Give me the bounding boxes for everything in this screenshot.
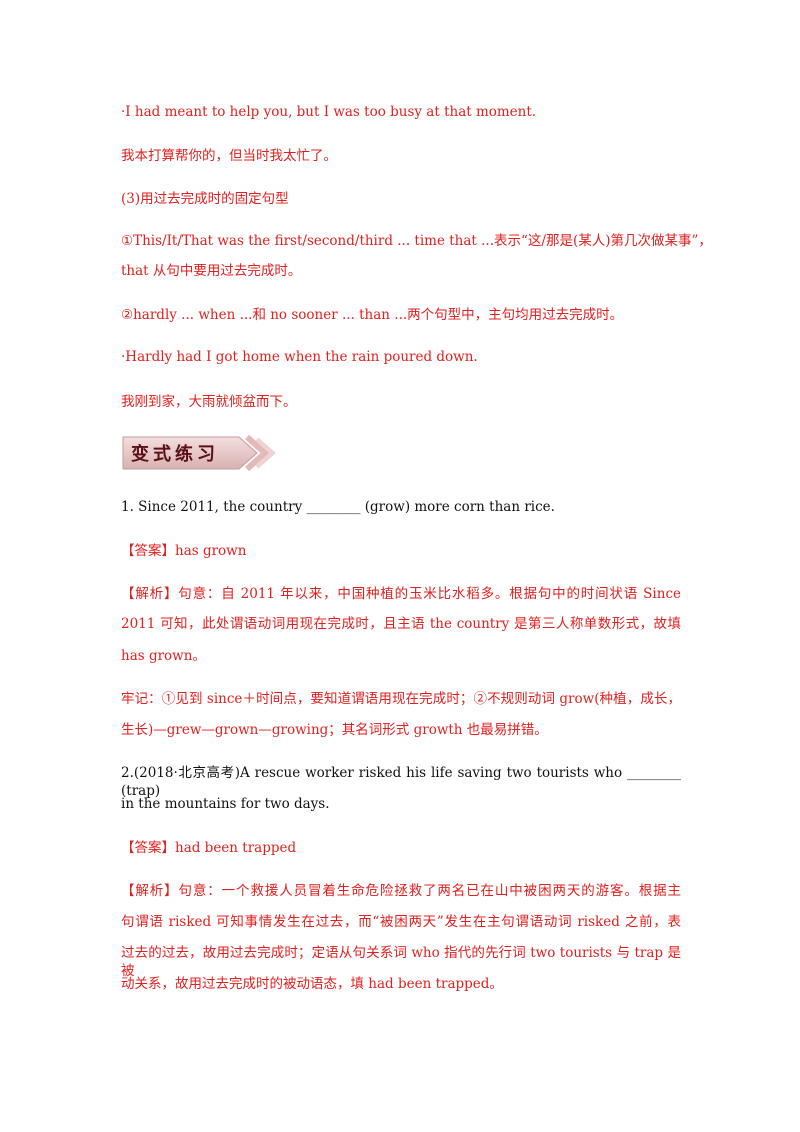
- example-sentence-zh: 我本打算帮你的，但当时我太忙了。: [121, 148, 337, 164]
- explanation-1-line1: 【解析】句意：自 2011 年以来，中国种植的玉米比水稻多。根据句中的时间状语 …: [121, 586, 681, 602]
- explanation-2-line1: 【解析】句意：一个救援人员冒着生命危险拯救了两名已在山中被困两天的游客。根据主: [121, 883, 681, 899]
- answer-2: 【答案】had been trapped: [121, 840, 297, 856]
- explanation-2-line4: 动关系，故用过去完成时的被动语态，填 had been trapped。: [121, 976, 503, 992]
- explanation-2-line3: 过去的过去，故用过去完成时；定语从句关系词 who 指代的先行词 two tou…: [121, 945, 681, 979]
- banner-arrow-shape: [122, 434, 277, 472]
- rule-one-line2: that 从句中要用过去完成时。: [121, 263, 302, 279]
- question-1: 1. Since 2011, the country ________ (gro…: [121, 499, 555, 515]
- explanation-1-line2: 2011 可知，此处谓语动词用现在完成时，且主语 the country 是第三…: [121, 616, 681, 632]
- question-2-line1: 2.(2018·北京高考)A rescue worker risked his …: [121, 765, 681, 799]
- explanation-1-line3: has grown。: [121, 648, 206, 664]
- example-sentence-en-2: ·Hardly had I got home when the rain pou…: [121, 349, 478, 365]
- question-2-line2: in the mountains for two days.: [121, 796, 330, 812]
- note-1-line2: 生长)—grew—grown—growing；其名词形式 growth 也最易拼…: [121, 722, 548, 738]
- example-sentence-en: ·I had meant to help you, but I was too …: [121, 104, 537, 120]
- rule-one-line1: ①This/It/That was the first/second/third…: [121, 233, 712, 249]
- example-sentence-zh-2: 我刚到家，大雨就倾盆而下。: [121, 394, 297, 410]
- rule-two: ②hardly ... when ...和 no sooner ... than…: [121, 307, 624, 323]
- answer-1: 【答案】has grown: [121, 543, 247, 559]
- section-title: 变式练习: [131, 444, 219, 465]
- note-1-line1: 牢记：①见到 since＋时间点，要知道谓语用现在完成时；②不规则动词 grow…: [121, 691, 681, 707]
- explanation-2-line2: 句谓语 risked 可知事情发生在过去，而“被困两天”发生在主句谓语动词 ri…: [121, 914, 681, 930]
- section-banner: 变式练习: [121, 433, 277, 473]
- grammar-heading: (3)用过去完成时的固定句型: [121, 191, 289, 207]
